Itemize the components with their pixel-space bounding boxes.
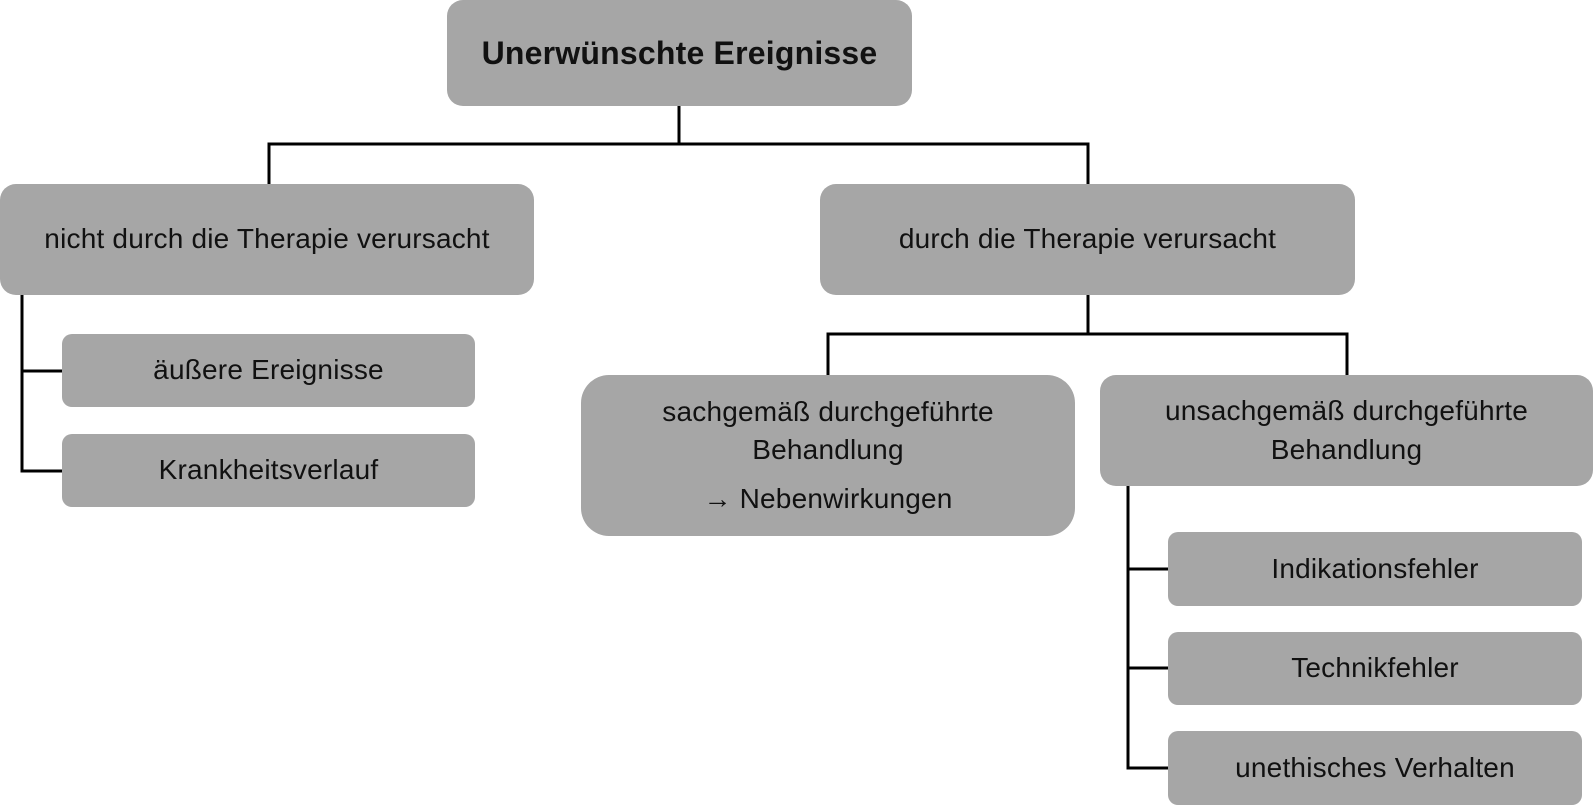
indication-error-label: Indikationsfehler	[1271, 552, 1479, 584]
node-proper-treatment: sachgemäß durchgeführte Behandlung → Neb…	[581, 375, 1075, 536]
node-external-events: äußere Ereignisse	[62, 334, 475, 407]
node-unethical-behavior: unethisches Verhalten	[1168, 731, 1582, 805]
proper-treatment-line1: sachgemäß durchgeführte	[662, 395, 994, 427]
node-caused-by-therapy: durch die Therapie verursacht	[820, 184, 1355, 295]
caused-by-therapy-label: durch die Therapie verursacht	[898, 223, 1277, 255]
improper-treatment-line2: Behandlung	[1270, 433, 1423, 465]
root-label: Unerwünschte Ereignisse	[481, 34, 878, 71]
node-improper-treatment: unsachgemäß durchgeführte Behandlung	[1100, 375, 1593, 486]
technique-error-label: Technikfehler	[1291, 652, 1459, 684]
disease-course-label: Krankheitsverlauf	[158, 454, 379, 486]
node-indication-error: Indikationsfehler	[1168, 532, 1582, 606]
improper-treatment-line1: unsachgemäß durchgeführte	[1165, 394, 1528, 426]
proper-treatment-line2: Behandlung	[752, 434, 904, 466]
unethical-behavior-label: unethisches Verhalten	[1235, 751, 1515, 783]
side-effects-label: → Nebenwirkungen	[703, 482, 953, 514]
external-events-label: äußere Ereignisse	[153, 354, 384, 386]
node-technique-error: Technikfehler	[1168, 632, 1582, 705]
node-not-caused-by-therapy: nicht durch die Therapie verursacht	[0, 184, 534, 295]
not-caused-by-therapy-label: nicht durch die Therapie verursacht	[44, 223, 490, 255]
root-node: Unerwünschte Ereignisse	[447, 0, 912, 106]
node-disease-course: Krankheitsverlauf	[62, 434, 475, 507]
